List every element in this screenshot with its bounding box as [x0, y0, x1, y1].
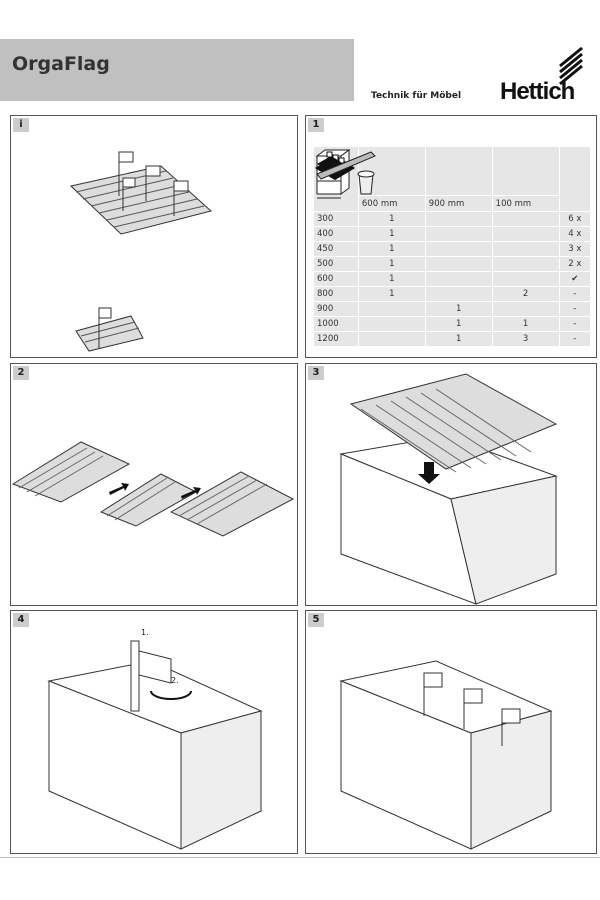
panel-number: 5 — [308, 613, 324, 627]
quantity-cell: 1 — [358, 272, 425, 286]
panel-number: 1 — [308, 118, 324, 132]
drawer-width-cell: 450 — [314, 242, 358, 256]
quantity-cell — [358, 332, 425, 346]
quantity-cell: ✔ — [559, 272, 590, 286]
orgaflag-overview-illustration — [69, 151, 213, 352]
drawer-width-cell: 1000 — [314, 317, 358, 331]
quantity-cell — [492, 302, 559, 316]
quantity-cell — [492, 272, 559, 286]
quantity-cell — [492, 257, 559, 271]
quantity-cell: 1 — [358, 287, 425, 301]
tagline: Technik für Möbel — [371, 91, 462, 101]
title-bar: OrgaFlag — [0, 39, 354, 101]
quantity-cell: 4 x — [559, 227, 590, 241]
quantity-cell: 2 x — [559, 257, 590, 271]
quantity-cell — [492, 242, 559, 256]
quantity-cell: - — [559, 332, 590, 346]
step-label-2: 2. — [171, 676, 179, 685]
panel-step-4: 4 1. 2. — [10, 610, 298, 854]
cut-and-discard-icon — [316, 147, 590, 211]
mat-100-icon — [317, 147, 559, 195]
drawer-width-cell: 1200 — [314, 332, 358, 346]
mat-joining-illustration — [11, 441, 295, 537]
drawer-width-cell: 300 — [314, 212, 358, 226]
panel-intro: i — [10, 115, 298, 358]
mat-900-icon — [315, 147, 492, 195]
panel-step-2: 2 — [10, 363, 298, 606]
quantity-cell — [425, 212, 492, 226]
finished-drawer-illustration — [339, 660, 553, 850]
quantity-cell: 1 — [358, 242, 425, 256]
table-row: 900 1 - — [314, 302, 590, 316]
quantity-cell — [358, 317, 425, 331]
quantity-cell — [358, 302, 425, 316]
quantity-cell — [425, 227, 492, 241]
quantity-cell: 1 — [425, 332, 492, 346]
panel-number: i — [13, 118, 29, 132]
panel-number: 2 — [13, 366, 29, 380]
drawer-width-cell: 900 — [314, 302, 358, 316]
insert-mat-illustration — [339, 373, 558, 605]
quantity-cell: - — [559, 302, 590, 316]
quantity-cell: 3 x — [559, 242, 590, 256]
quantity-cell: - — [559, 287, 590, 301]
quantity-cell — [492, 212, 559, 226]
quantity-cell — [425, 242, 492, 256]
quantity-cell: 1 — [425, 302, 492, 316]
quantity-cell: 1 — [492, 317, 559, 331]
quantity-cell: 2 — [492, 287, 559, 301]
quantity-cell: 1 — [358, 257, 425, 271]
quantity-cell — [425, 257, 492, 271]
quantity-cell — [425, 287, 492, 301]
svg-text:Hettich: Hettich — [500, 78, 575, 102]
drawer-width-cell: 400 — [314, 227, 358, 241]
quantity-cell — [492, 227, 559, 241]
panel-step-3: 3 — [305, 363, 597, 606]
footer-rule — [0, 857, 600, 858]
panel-number: 4 — [13, 613, 29, 627]
insert-flag-illustration: 1. 2. — [47, 628, 263, 850]
drawer-width-cell: 600 — [314, 272, 358, 286]
quantity-cell: - — [559, 317, 590, 331]
drawer-width-cell: 500 — [314, 257, 358, 271]
quantity-cell: 1 — [358, 227, 425, 241]
col-header: 900 mm — [425, 196, 492, 211]
quantity-cell: 6 x — [559, 212, 590, 226]
quantity-cell — [425, 272, 492, 286]
col-header: 100 mm — [492, 196, 559, 211]
drawer-width-cell: 800 — [314, 287, 358, 301]
hettich-logo: Hettich — [498, 44, 592, 105]
document-title: OrgaFlag — [12, 53, 110, 75]
quantity-cell: 1 — [425, 317, 492, 331]
panel-step-5: 5 — [305, 610, 597, 854]
panel-number: 3 — [308, 366, 324, 380]
step-label-1: 1. — [141, 628, 149, 637]
col-header: 600 mm — [358, 196, 425, 211]
quantity-cell: 1 — [358, 212, 425, 226]
quantity-cell: 3 — [492, 332, 559, 346]
